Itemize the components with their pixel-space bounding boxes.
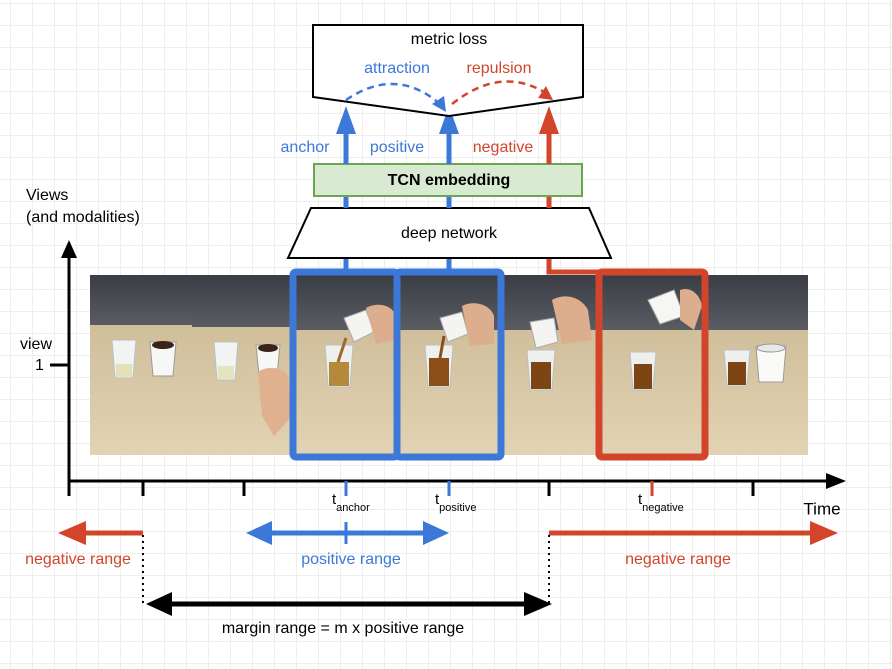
t-negative-label: tnegative — [638, 491, 684, 514]
time-ticks — [67, 481, 755, 496]
negative-range-left-label: negative range — [25, 551, 131, 568]
deep-network-box — [286, 207, 613, 259]
views-axis-sublabel: (and modalities) — [26, 209, 140, 226]
frame-3 — [292, 275, 397, 455]
video-frame-strip — [90, 275, 808, 455]
views-axis-label: Views — [26, 187, 68, 204]
attraction-label: attraction — [364, 60, 430, 77]
frame-2 — [192, 275, 292, 455]
metric-loss-box — [312, 24, 584, 118]
metric-loss-label: metric loss — [411, 31, 487, 48]
tcn-embedding-label: TCN embedding — [388, 172, 511, 189]
anchor-label: anchor — [281, 139, 331, 156]
negative-feed-line — [546, 258, 652, 275]
frame-1 — [90, 275, 192, 455]
negative-range-right-label: negative range — [625, 551, 731, 568]
t-positive-label: tpositive — [435, 491, 476, 514]
view-1-number: 1 — [35, 357, 44, 374]
negative-label: negative — [473, 139, 534, 156]
repulsion-label: repulsion — [467, 60, 532, 77]
tcn-embedding-box — [313, 163, 583, 197]
deep-network-label: deep network — [401, 225, 498, 242]
view-1-label: view — [20, 336, 52, 353]
time-axis-label: Time — [803, 499, 840, 518]
attraction-arc — [345, 82, 441, 105]
frame-7 — [706, 275, 808, 455]
frame-5 — [503, 275, 598, 455]
frame-4 — [397, 275, 503, 455]
frame-6 — [598, 275, 706, 455]
t-anchor-label: tanchor — [332, 491, 370, 514]
positive-label: positive — [370, 139, 424, 156]
positive-range-label: positive range — [301, 551, 401, 568]
repulsion-arc — [451, 80, 545, 105]
margin-range-label: margin range = m x positive range — [222, 620, 464, 637]
